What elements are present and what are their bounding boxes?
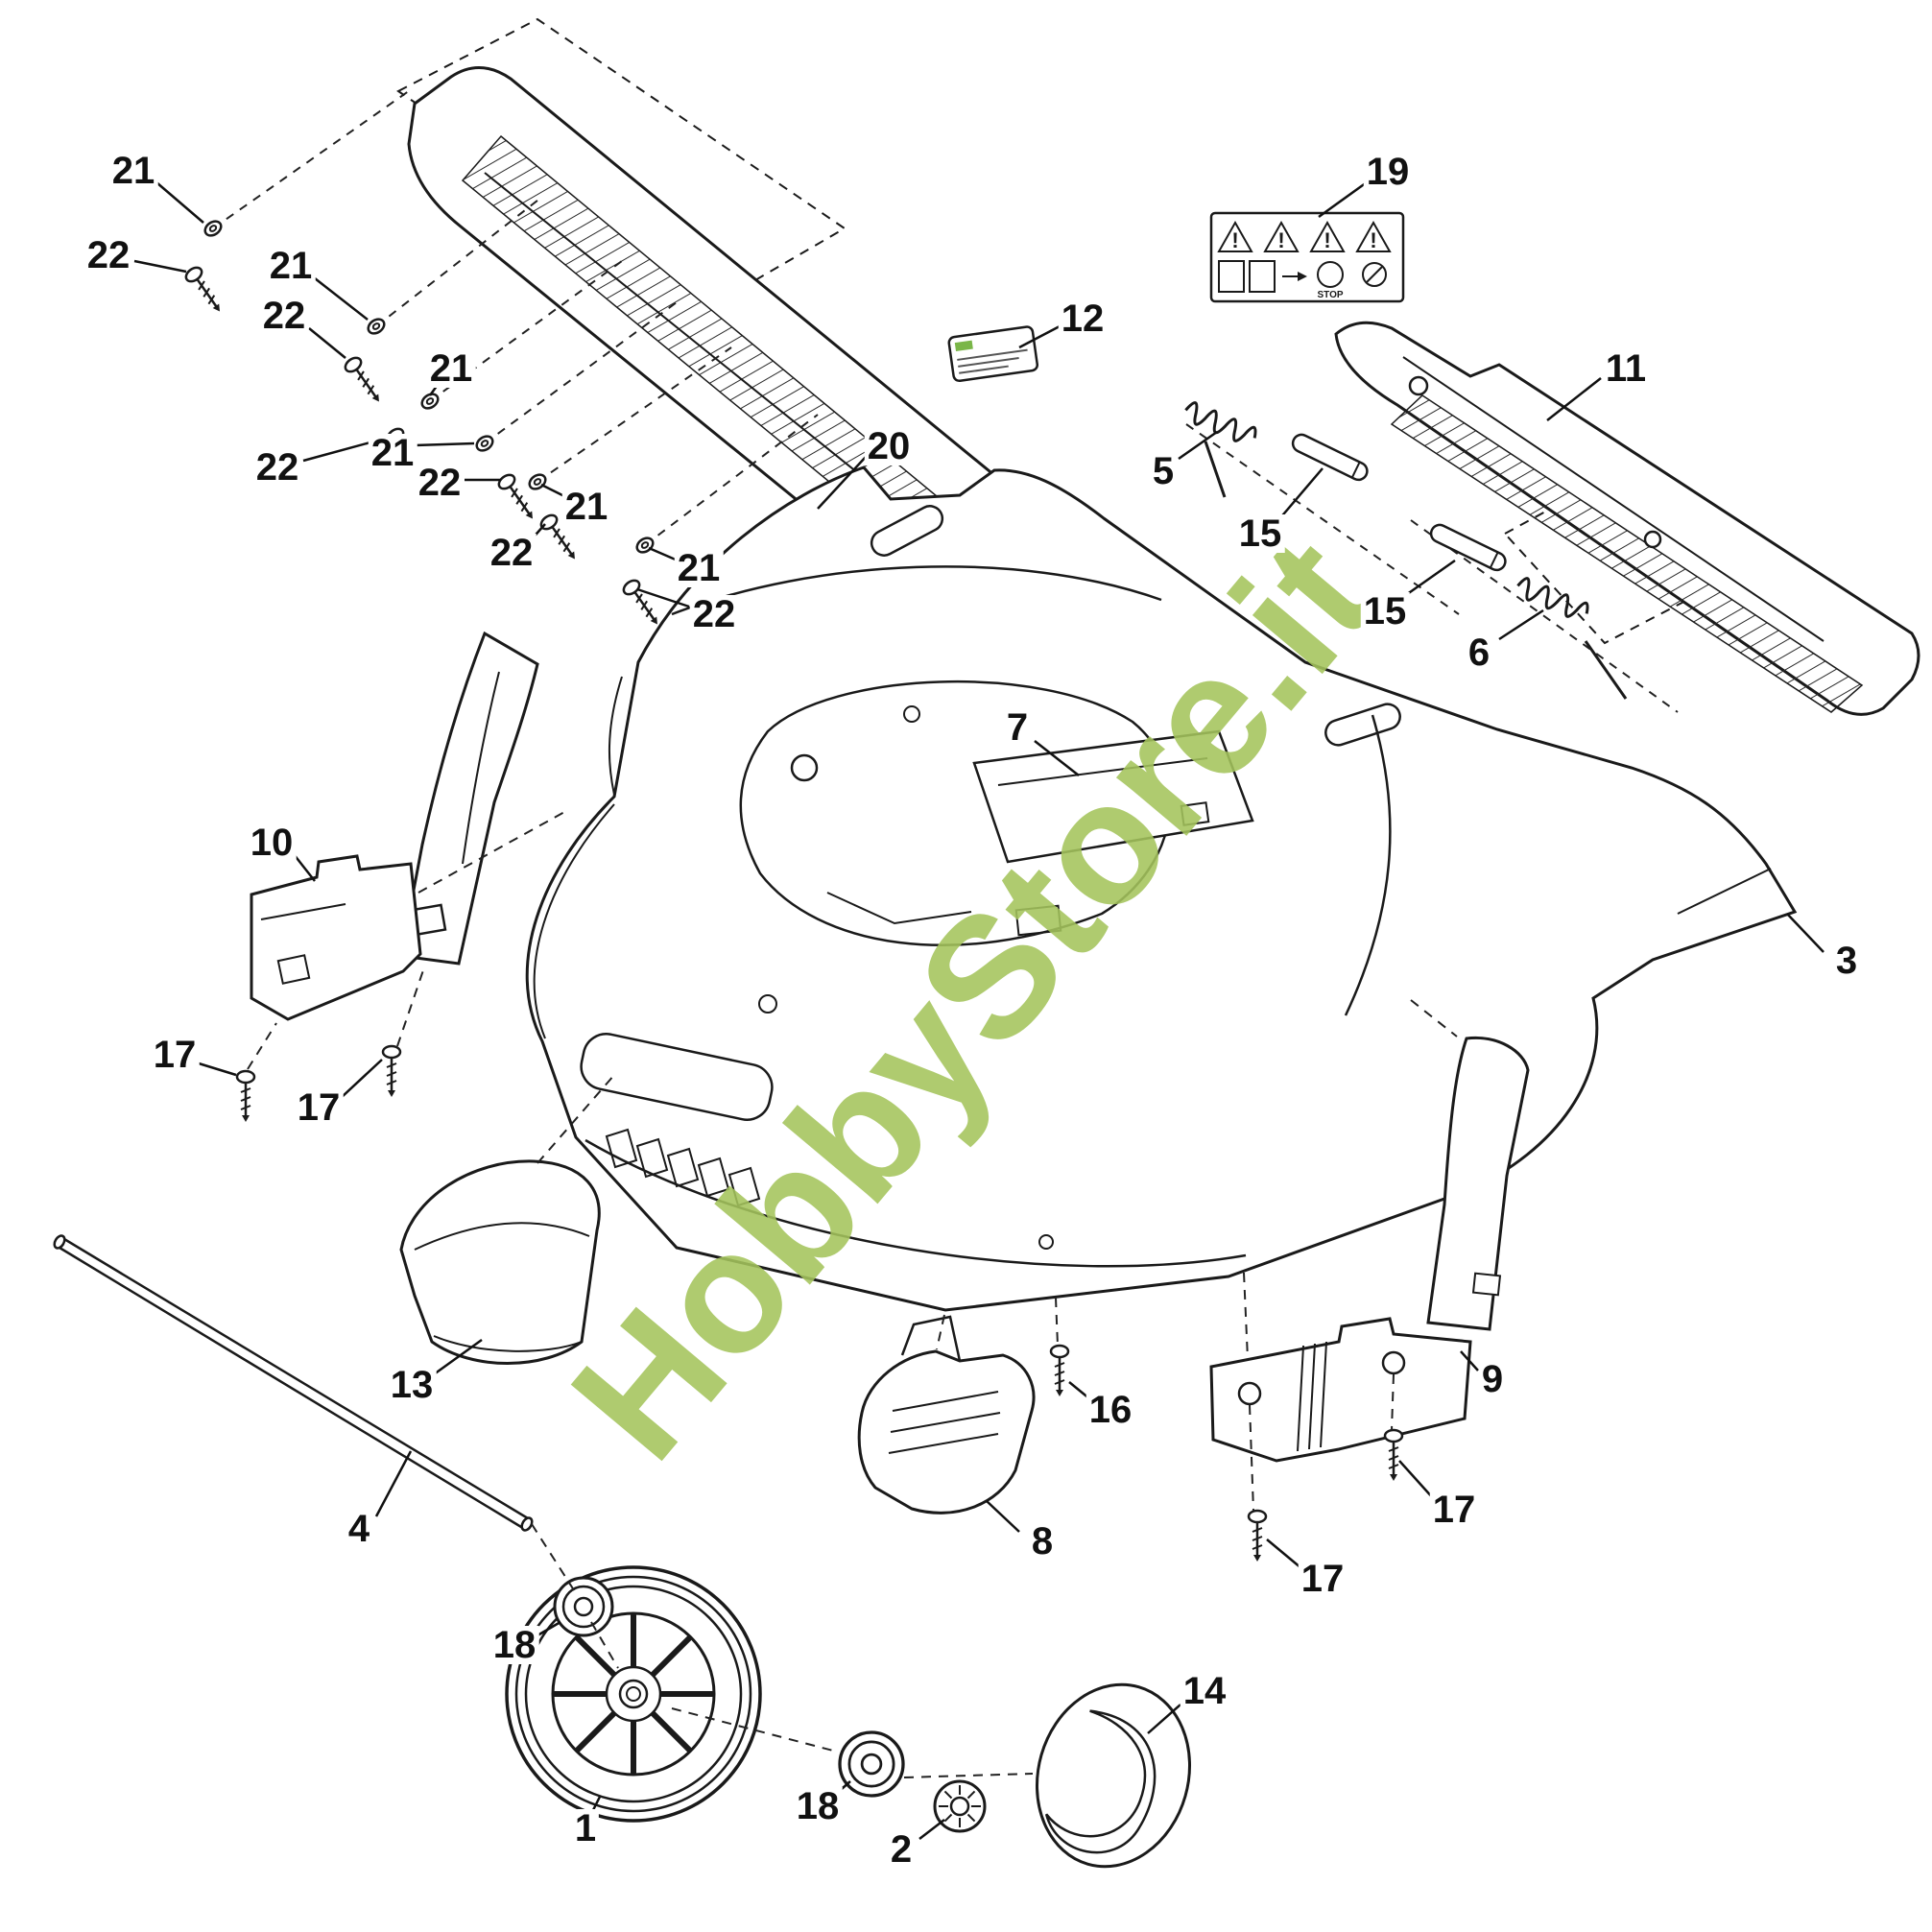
part-label: 10 [247,823,297,862]
part-10-left-bracket [250,631,539,1021]
part-label: 22 [415,464,465,502]
part-label: 15 [1235,514,1285,553]
part-label: 8 [1028,1522,1057,1561]
washer-icon [472,432,497,455]
pin-icon [1426,520,1510,575]
part-9-right-bracket [1209,1036,1530,1463]
screw-icon [181,263,228,318]
part-label: 21 [561,488,611,526]
washer-icon [632,534,657,557]
part-label: 22 [259,297,309,335]
washer-icon [364,315,389,338]
screw-icon [1049,1344,1070,1398]
stop-label: STOP [1317,290,1343,300]
part-label: 18 [793,1787,843,1825]
part-label: 17 [1298,1560,1348,1598]
part-13-cover [399,1159,601,1365]
part-label: 3 [1832,942,1861,980]
part-label: 22 [83,236,133,274]
part-label: 4 [345,1510,373,1548]
part-label: 17 [150,1036,200,1074]
screw-icon [1383,1428,1404,1483]
part-label: 18 [489,1626,539,1664]
push-nut [933,1779,987,1833]
part-label: 1 [571,1809,600,1848]
part-label: 21 [108,152,158,190]
screw-icon [1247,1509,1268,1563]
part-label: 21 [368,434,417,472]
part-19-safety-sticker: ! ! ! ! STOP [1209,211,1405,303]
part-label: 7 [1003,708,1032,747]
screw-icon [341,353,388,408]
part-label: 5 [1149,452,1178,490]
part-label: 19 [1363,153,1413,191]
construction-lines [247,810,1458,1778]
leader-lines [133,180,1825,1840]
part-label: 22 [689,595,739,633]
warning-bang: ! [1370,228,1376,252]
spring-icon [1513,569,1593,630]
part-label: 21 [674,549,724,587]
washer-icon [525,470,550,493]
pin-icon [1288,430,1371,485]
part-12-model-sticker [947,325,1039,383]
part-label: 21 [266,247,316,285]
part-label: 15 [1360,592,1410,631]
part-label: 2 [887,1830,916,1869]
spring-wire [1584,640,1628,700]
part-label: 17 [294,1088,344,1127]
spring-icon [1181,394,1261,454]
guard-hardware [181,87,819,631]
part-label: 12 [1058,299,1108,338]
screw-icon [235,1069,256,1124]
part-label: 20 [864,427,914,465]
screw-icon [619,576,666,631]
bearing-icon [838,1730,905,1798]
part-11-deflector [1334,321,1920,716]
warning-bang: ! [1324,228,1330,252]
part-label: 16 [1085,1391,1135,1429]
part-label: 17 [1429,1491,1479,1529]
part-label: 22 [252,448,302,487]
part-8-guard [857,1315,1036,1515]
part-label: 9 [1478,1360,1507,1398]
warning-bang: ! [1277,228,1284,252]
part-label: 6 [1465,633,1493,672]
spring-wire [1204,441,1227,498]
part-4-axle-rod [53,1234,534,1532]
screw-icon [381,1044,402,1099]
part-1-wheel [505,1565,762,1823]
warning-bang: ! [1231,228,1238,252]
part-label: 13 [387,1366,437,1404]
part-label: 21 [426,349,476,388]
bearing-icon [553,1576,614,1637]
springs-and-pins [1181,394,1679,713]
part-label: 14 [1180,1672,1229,1710]
part-7-cover [972,729,1254,864]
part-label: 22 [487,534,537,572]
part-label: 11 [1602,349,1650,388]
washer-icon [201,217,226,240]
